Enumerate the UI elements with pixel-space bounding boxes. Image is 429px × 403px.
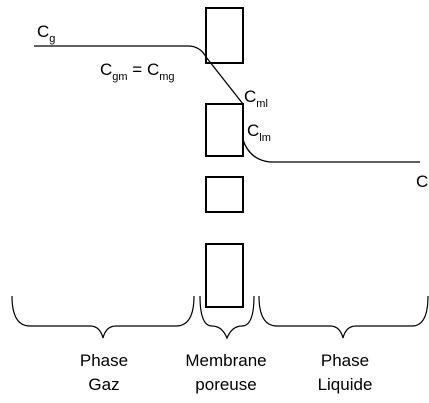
region-label-membrane-line1: Membrane bbox=[185, 351, 266, 370]
braces bbox=[11, 295, 429, 340]
membrane-block-3 bbox=[205, 176, 244, 213]
brace-gas-phase bbox=[11, 295, 195, 339]
region-label-gas-line1: Phase bbox=[80, 351, 128, 370]
gas-phase-profile bbox=[34, 45, 207, 58]
label-c-ml: Cml bbox=[244, 87, 268, 110]
membrane-profile bbox=[205, 56, 244, 105]
brace-membrane bbox=[199, 295, 255, 340]
label-c-lm: Clm bbox=[247, 121, 271, 144]
region-label-liquid-line2: Liquide bbox=[318, 375, 373, 394]
region-label-membrane-line2: poreuse bbox=[195, 375, 256, 394]
region-label-gas-line2: Gaz bbox=[88, 375, 119, 394]
label-c-gm-eq-c-mg: Cgm = Cmg bbox=[100, 60, 175, 83]
label-c-g: Cg bbox=[37, 22, 55, 45]
membrane-block-2 bbox=[205, 103, 244, 157]
region-label-liquid-line1: Phase bbox=[321, 351, 369, 370]
concentration-profile bbox=[34, 45, 420, 163]
brace-liquid-phase bbox=[258, 295, 429, 339]
membrane-blocks bbox=[205, 7, 244, 308]
liquid-phase-profile bbox=[242, 139, 420, 163]
label-c-l: C bbox=[416, 172, 428, 191]
membrane-block-1 bbox=[205, 7, 244, 64]
membrane-block-4 bbox=[205, 243, 244, 308]
